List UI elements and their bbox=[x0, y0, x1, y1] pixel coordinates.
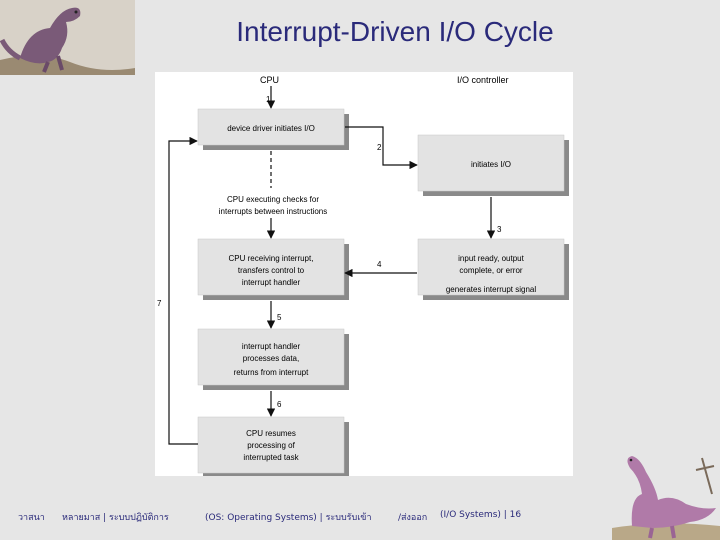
box-initiates-io: initiates I/O bbox=[417, 134, 569, 196]
box-input-ready-line-3: generates interrupt signal bbox=[446, 285, 537, 294]
box-resumes-line-3: interrupted task bbox=[243, 453, 299, 462]
cpu-checks-line-1: CPU executing checks for bbox=[227, 195, 319, 204]
arrow-step-7-loop bbox=[168, 136, 198, 445]
step-label-7: 7 bbox=[157, 299, 162, 308]
box-handler-line-3: returns from interrupt bbox=[234, 368, 309, 377]
step-label-2: 2 bbox=[377, 143, 382, 152]
step-label-4: 4 bbox=[377, 260, 382, 269]
diagram-panel: CPU I/O controller device driver initiat… bbox=[155, 72, 573, 478]
step-label-5: 5 bbox=[277, 313, 282, 322]
box-cpu-receiving-line-1: CPU receiving interrupt, bbox=[229, 254, 314, 263]
footer-chapter: /ส่งออก bbox=[398, 513, 428, 523]
box-cpu-resumes: CPU resumes processing of interrupted ta… bbox=[197, 416, 349, 478]
dinosaur-logo-top-left bbox=[0, 0, 135, 75]
step-label-1: 1 bbox=[266, 95, 271, 104]
box-input-ready-line-2: complete, or error bbox=[459, 266, 522, 275]
box-cpu-receiving-interrupt: CPU receiving interrupt, transfers contr… bbox=[197, 238, 349, 300]
dinosaur-logo-bottom-right bbox=[612, 456, 720, 540]
slide-title: Interrupt-Driven I/O Cycle bbox=[236, 16, 554, 47]
footer-author: วาสนา bbox=[18, 513, 45, 523]
box-resumes-line-2: processing of bbox=[247, 441, 295, 450]
cpu-checks-line-2: interrupts between instructions bbox=[219, 207, 328, 216]
footer-course: หลายมาส | ระบบปฏิบัติการ bbox=[62, 513, 169, 523]
box-device-driver-line-1: device driver initiates I/O bbox=[227, 124, 315, 133]
box-initiates-io-line-1: initiates I/O bbox=[471, 160, 511, 169]
interrupt-cycle-diagram: CPU I/O controller device driver initiat… bbox=[157, 75, 569, 478]
cpu-column-label: CPU bbox=[260, 75, 279, 85]
box-input-ready: input ready, output complete, or error g… bbox=[417, 238, 569, 300]
footer-topic-page: (I/O Systems) | 16 bbox=[440, 510, 522, 520]
step-label-3: 3 bbox=[497, 225, 502, 234]
box-resumes-line-1: CPU resumes bbox=[246, 429, 296, 438]
footer-subject: (OS: Operating Systems) | ระบบรับเข้า bbox=[205, 513, 372, 523]
arrow-step-2 bbox=[345, 126, 418, 170]
box-device-driver: device driver initiates I/O bbox=[197, 108, 349, 150]
io-controller-column-label: I/O controller bbox=[457, 75, 509, 85]
box-cpu-receiving-line-3: interrupt handler bbox=[242, 278, 301, 287]
box-handler-line-2: processes data, bbox=[243, 354, 299, 363]
box-interrupt-handler: interrupt handler processes data, return… bbox=[197, 328, 349, 390]
box-cpu-receiving-line-2: transfers control to bbox=[238, 266, 305, 275]
step-label-6: 6 bbox=[277, 400, 282, 409]
box-input-ready-line-1: input ready, output bbox=[458, 254, 524, 263]
box-handler-line-1: interrupt handler bbox=[242, 342, 301, 351]
